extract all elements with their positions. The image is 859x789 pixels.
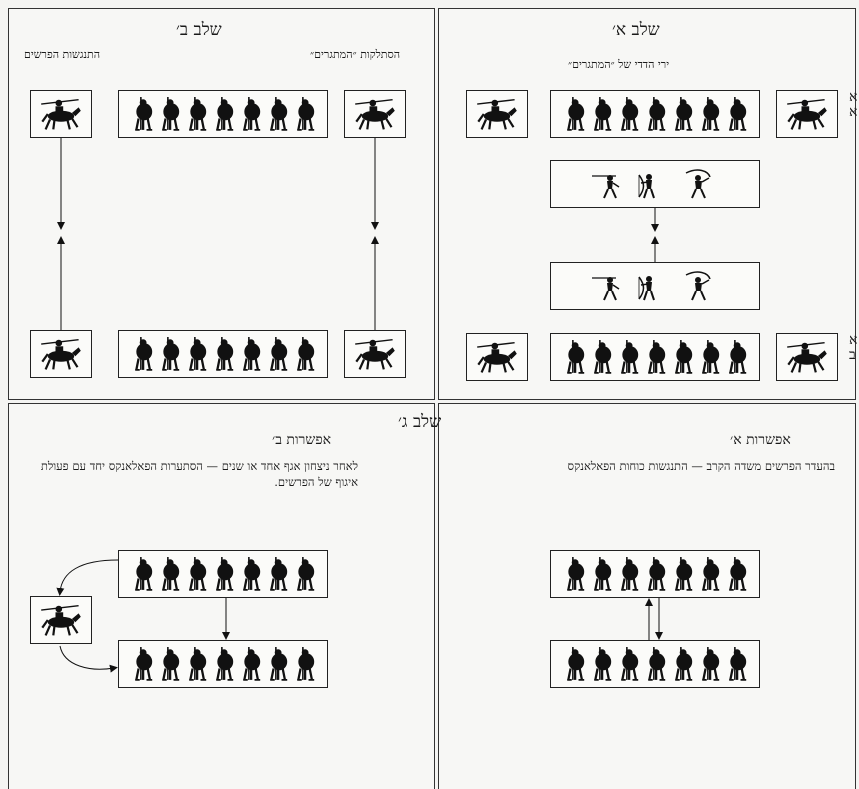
movement-arrows: [0, 0, 859, 789]
